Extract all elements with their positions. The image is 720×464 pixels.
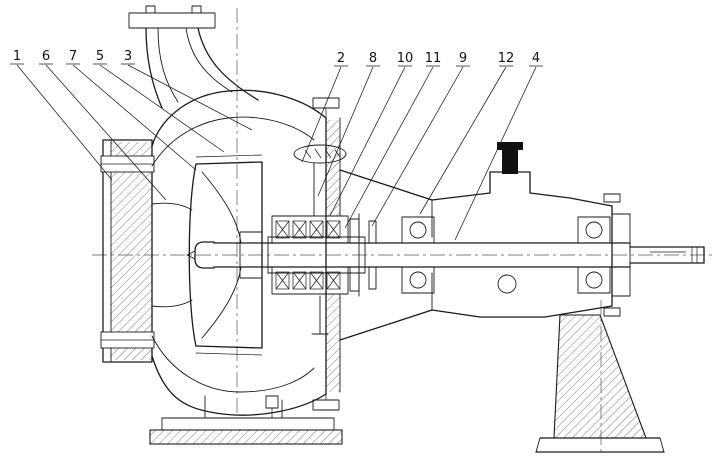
callout-leader-5	[99, 64, 225, 153]
oil-sight-hole	[497, 274, 517, 294]
callout-label-2: 2	[337, 51, 345, 66]
casing-cover	[312, 97, 341, 411]
volute-casing	[151, 89, 327, 416]
callout-label-1: 1	[13, 49, 21, 64]
anchor-bolt	[265, 395, 279, 409]
callout-label-11: 11	[425, 51, 442, 66]
callout-leader-6	[45, 64, 167, 201]
callout-label-9: 9	[459, 51, 467, 66]
callout-label-4: 4	[532, 51, 540, 66]
callout-label-8: 8	[369, 51, 377, 66]
gland-follower	[349, 218, 360, 244]
callout-leader-2	[301, 66, 342, 163]
callout-label-6: 6	[42, 49, 50, 64]
callout-label-3: 3	[124, 49, 132, 64]
callout-leader-7	[72, 64, 197, 171]
bearing-housing	[431, 142, 631, 318]
cover-bolt-bottom	[312, 399, 340, 411]
callout-label-12: 12	[498, 51, 515, 66]
oil-plug	[502, 148, 518, 174]
suction-flange	[100, 139, 155, 363]
slinger	[368, 220, 377, 290]
callout-leader-8	[317, 66, 374, 197]
impeller	[186, 154, 263, 356]
callout-leader-9	[371, 66, 464, 227]
support-bracket	[339, 169, 433, 341]
discharge-flange	[128, 5, 259, 109]
part-callouts: 1 6 7 5 3 2 8 10 11 9 12 4	[10, 49, 543, 241]
callout-label-5: 5	[96, 49, 104, 64]
callout-label-7: 7	[69, 49, 77, 64]
impeller-nut	[194, 241, 215, 269]
gland-flange	[293, 144, 347, 164]
bearing-left	[401, 216, 435, 294]
support-foot	[535, 314, 665, 453]
cap-bolt-top	[603, 193, 621, 203]
callout-leader-1	[16, 64, 113, 181]
callout-leader-3	[127, 64, 253, 131]
callout-leader-11	[344, 66, 434, 229]
cap-bolt-bottom	[603, 307, 621, 317]
callout-leader-10	[329, 66, 406, 217]
packing-rings	[275, 220, 341, 290]
pump-base	[149, 395, 343, 445]
seal-assembly	[271, 144, 360, 335]
callout-leader-12	[419, 66, 507, 215]
callout-label-10: 10	[397, 51, 414, 66]
bearing-right	[577, 216, 611, 294]
callout-leader-4	[454, 66, 537, 241]
